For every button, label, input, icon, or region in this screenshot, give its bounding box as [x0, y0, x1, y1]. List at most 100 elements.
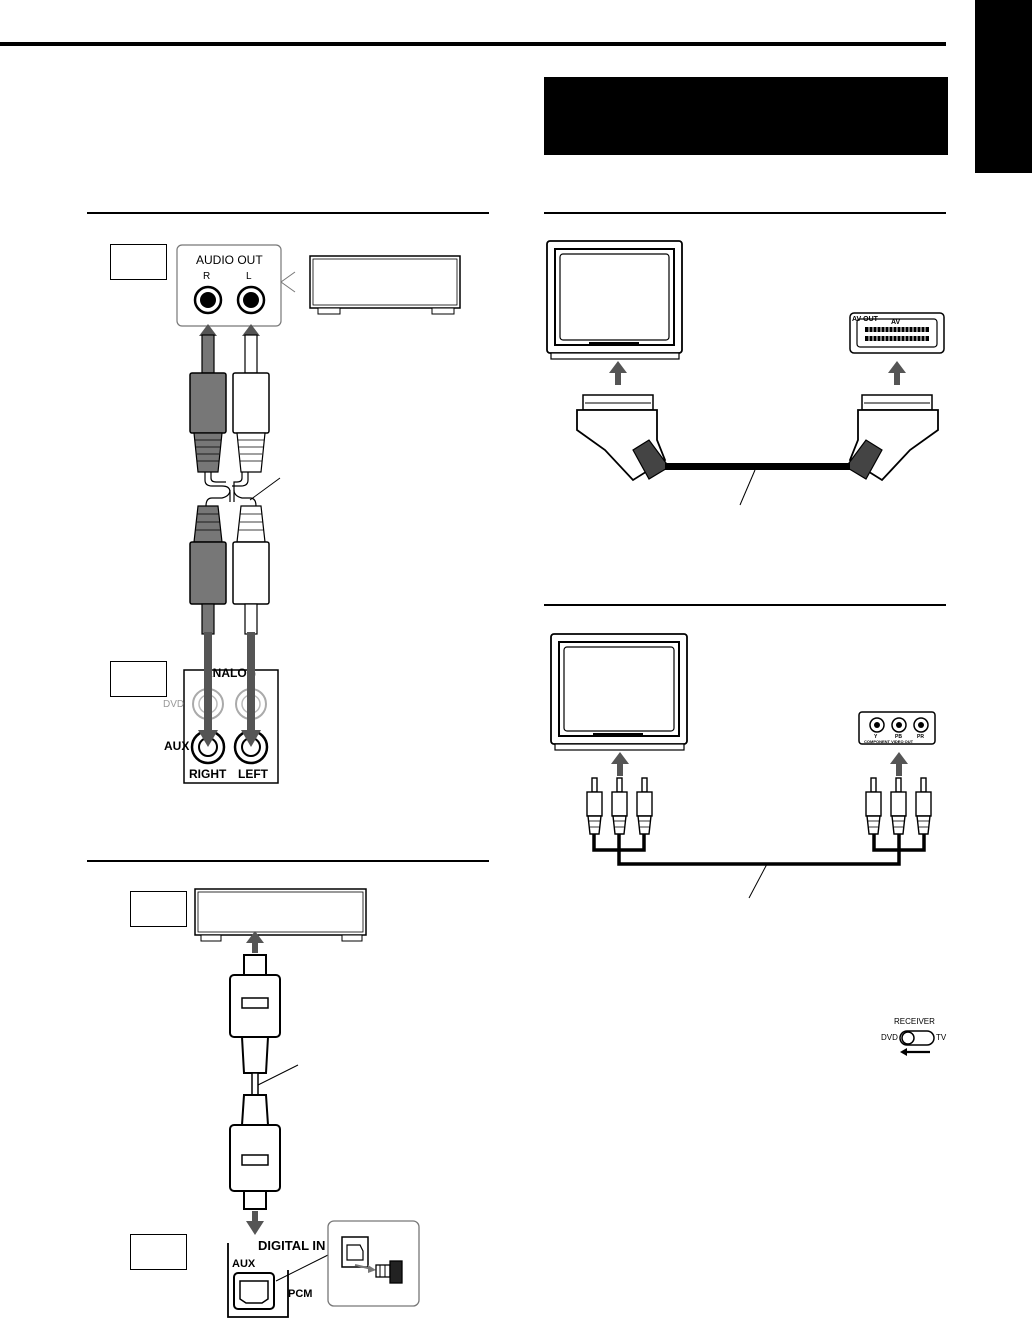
- tv-screen: [559, 253, 670, 341]
- arrow-up-icon: [609, 361, 627, 385]
- plug-pin: [201, 603, 215, 635]
- jack-r-center: [200, 292, 216, 308]
- arrow-down-icon: [246, 1211, 264, 1235]
- top-rule: [0, 42, 946, 46]
- optical-plug-boot: [240, 1036, 270, 1074]
- cable: [210, 472, 243, 502]
- right-label: RIGHT: [189, 767, 227, 781]
- leader-line: [280, 271, 296, 293]
- arrow-icon: [368, 1265, 376, 1273]
- plug-body-red: [189, 541, 227, 605]
- analog-label: ANALOG: [204, 666, 256, 680]
- plug-body-red: [189, 372, 227, 434]
- l-label: L: [246, 271, 252, 282]
- device-foot: [200, 934, 222, 942]
- av-out-label: AV OUT: [852, 316, 879, 323]
- dust-cap-head: [389, 1260, 403, 1284]
- plug-sleeve: [193, 432, 223, 473]
- leader-line: [739, 469, 756, 506]
- y-label: Y: [874, 734, 878, 740]
- arrow-shaft: [204, 632, 212, 732]
- optical-plug-window: [241, 1154, 269, 1166]
- device-label-box: [110, 244, 167, 280]
- section-header-bar: [544, 77, 948, 155]
- jack-pb-center: [896, 722, 902, 728]
- socket-inner: [346, 1244, 364, 1261]
- tv-screen: [563, 646, 675, 732]
- digital-audio-diagram: DIGITAL IN AUX PCM: [194, 888, 420, 1318]
- analog-audio-diagram: AUDIO OUT R L ANALOG DVD: [163, 244, 461, 784]
- arrow-up-icon: [888, 361, 906, 385]
- tv-bezel-slot: [589, 342, 639, 345]
- optical-cable: [251, 1072, 259, 1096]
- r-label: R: [203, 271, 210, 282]
- aux-label: AUX: [164, 739, 189, 753]
- dust-cap: [375, 1264, 391, 1278]
- section-rule-digital: [87, 860, 489, 862]
- arrow-up-icon: [890, 752, 908, 776]
- scart-cable: [665, 463, 850, 470]
- audio-out-label: AUDIO OUT: [196, 253, 263, 267]
- optical-plug-boot: [240, 1094, 270, 1126]
- source-device-inner: [197, 891, 364, 933]
- arrow-left-icon: [900, 1048, 907, 1056]
- source-device-inner: [312, 258, 458, 306]
- leader-line: [275, 1254, 329, 1282]
- tv-base: [554, 743, 685, 751]
- switch-tv-label: TV: [936, 1033, 947, 1042]
- component-video-diagram: Y PB PR COMPONENT VIDEO OUT: [550, 633, 936, 899]
- component-cable: [592, 834, 926, 866]
- device-label-box: [130, 1234, 187, 1270]
- source-device-box: [194, 888, 367, 936]
- jack-l-center: [243, 292, 259, 308]
- arrow-up-icon: [611, 752, 629, 776]
- device-foot: [341, 934, 363, 942]
- dust-cap-socket: [341, 1236, 369, 1268]
- leader-line: [249, 477, 281, 501]
- device-foot: [317, 307, 341, 315]
- arrow-shaft: [247, 632, 255, 732]
- device-label-box: [110, 661, 167, 697]
- plug-body-white: [232, 541, 270, 605]
- side-language-tab: [975, 0, 1032, 173]
- arrow-up-icon: [246, 931, 264, 953]
- tv-bezel-slot: [593, 733, 643, 736]
- left-label: LEFT: [238, 767, 269, 781]
- section-rule-scart: [544, 212, 946, 214]
- optical-jack: [233, 1272, 275, 1310]
- digital-panel: [227, 1243, 289, 1318]
- optical-jack-inner: [239, 1280, 269, 1304]
- aux-label: AUX: [232, 1258, 256, 1270]
- optical-plug-window: [241, 997, 269, 1009]
- receiver-switch: RECEIVER DVD TV: [881, 1017, 947, 1056]
- scart-diagram: AV OUT AV: [546, 240, 945, 506]
- tv-base: [550, 352, 680, 360]
- plug-sleeve: [236, 505, 266, 543]
- plug-sleeve: [193, 505, 223, 543]
- jack-y-center: [874, 722, 880, 728]
- receiver-label: RECEIVER: [894, 1017, 935, 1026]
- dvd-label: DVD: [163, 699, 184, 710]
- optical-tip: [243, 954, 267, 976]
- digital-in-label: DIGITAL IN: [258, 1238, 325, 1253]
- optical-tip: [243, 1190, 267, 1210]
- pcm-label: PCM: [288, 1288, 312, 1300]
- av-label: AV: [891, 319, 901, 326]
- arrow-down-icon: [241, 730, 261, 747]
- source-device-box: [309, 255, 461, 309]
- arrow-down-icon: [198, 730, 218, 747]
- jack-pr-center: [918, 722, 924, 728]
- section-rule-audio: [87, 212, 489, 214]
- component-label: COMPONENT VIDEO OUT: [864, 739, 914, 744]
- pb-label: PB: [895, 734, 902, 740]
- cable: [205, 489, 257, 507]
- plug-pin: [201, 334, 215, 374]
- section-rule-component: [544, 604, 946, 606]
- device-foot: [431, 307, 455, 315]
- plug-pin: [244, 334, 258, 374]
- device-label-box: [130, 891, 187, 927]
- switch-knob: [901, 1031, 915, 1045]
- plug-body-white: [232, 372, 270, 434]
- leader-line: [748, 863, 768, 899]
- cable: [204, 472, 249, 502]
